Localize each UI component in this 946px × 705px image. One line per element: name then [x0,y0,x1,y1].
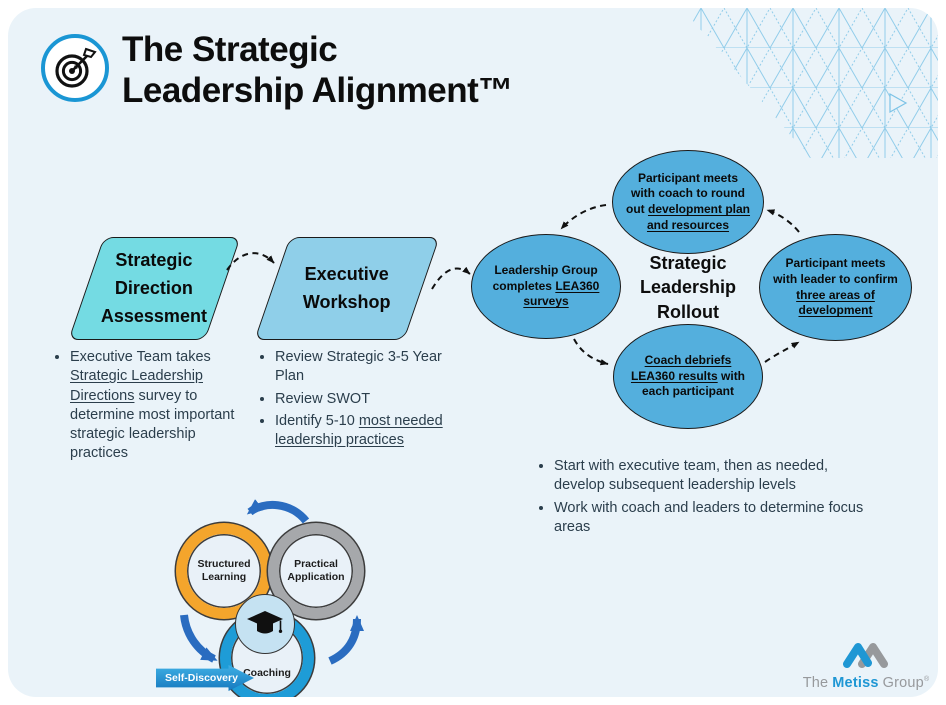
bullseye-arrow-glyph [55,47,97,88]
ellipse-text: Participant meets with leader to confirm… [773,256,898,318]
banner-label: Self-Discovery [165,672,238,684]
arrow-leader-to-coach [766,209,800,233]
ellipse-meet-coach: Participant meets with coach to round ou… [612,150,764,254]
ellipse-coach-debrief: Coach debriefs LEA360 results with each … [613,324,763,429]
logo-the: The [802,675,829,691]
slide: The Strategic Leadership Alignment™ Stra… [8,8,938,697]
metiss-m-icon [843,643,888,668]
page-title: The Strategic Leadership Alignment™ [122,30,513,110]
step-executive-workshop: Executive Workshop [254,237,440,340]
rollout-label: Strategic Leadership Rollout [639,253,737,322]
list-item: Executive Team takes Strategic Leadershi… [70,348,255,464]
target-icon [41,34,109,102]
arrow-debrief-to-leader [764,341,800,363]
list-item: Work with coach and leaders to determine… [554,499,876,538]
list-item: Identify 5-10 most needed leadership pra… [275,412,460,451]
list-item: Review Strategic 3-5 Year Plan [275,348,460,387]
list-item: Review SWOT [275,390,460,409]
cycle-arrows [180,499,364,665]
cycle-arrow-right [328,615,364,665]
ellipse-text: Coach debriefs LEA360 results with each … [630,353,746,399]
rollout-bullets: Start with executive team, then as neede… [532,457,876,540]
ellipse-text: Leadership Group completes LEA360 survey… [492,263,600,309]
step-label: Strategic Direction Assessment [101,249,208,326]
arrow-step2-surveys [431,266,471,290]
ellipse-text: Participant meets with coach to round ou… [625,170,751,232]
ellipse-lea360-surveys: Leadership Group completes LEA360 survey… [471,234,621,339]
circle-label: Practical Application [287,557,345,583]
circle-label: Coaching [243,667,291,680]
arrow-coach-to-surveys [560,204,607,230]
triangle-pattern [682,8,938,158]
logo-metiss: Metiss [832,675,879,691]
ellipse-meet-leader: Participant meets with leader to confirm… [759,234,912,341]
arrow-surveys-to-debrief [573,338,609,366]
cycle-arrow-left [180,614,218,663]
graduation-cap-glyph [247,611,283,634]
list-item: Start with executive team, then as neede… [554,457,876,496]
step-strategic-direction-assessment: Strategic Direction Assessment [68,237,241,340]
circle-label: Structured Learning [197,557,251,583]
graduation-cap-icon [235,594,295,654]
play-triangle-icon [889,92,908,114]
registered-mark: ® [923,676,930,684]
cycle-arrow-top [246,499,310,524]
assessment-bullets: Executive Team takes Strategic Leadershi… [48,348,255,467]
step-label: Executive Workshop [303,263,391,312]
logo-group: Group [882,675,924,691]
workshop-bullets: Review Strategic 3-5 Year Plan Review SW… [253,348,460,453]
circle-practical-application: Practical Application [268,523,364,619]
development-model-diagram: Structured Learning Practical Applicatio… [156,495,376,697]
